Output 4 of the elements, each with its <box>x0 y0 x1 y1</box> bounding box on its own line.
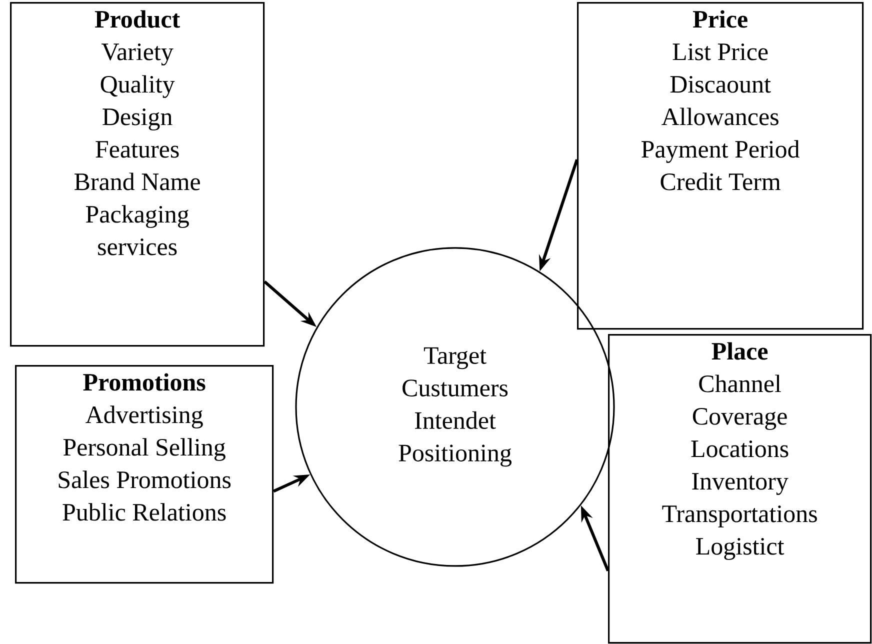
category-box: Price List Price Discaount Allowances Payment Period Credit Term <box>577 2 864 330</box>
category-box: Product Variety Quality Design Features Brand Name Packaging services <box>10 2 265 347</box>
category-box: Place Channel Coverage Locations Inventory Transportations Logistict <box>608 334 872 644</box>
category-box: Promotions Advertising Personal Selling Sales Promotions Public Relations <box>15 364 274 584</box>
